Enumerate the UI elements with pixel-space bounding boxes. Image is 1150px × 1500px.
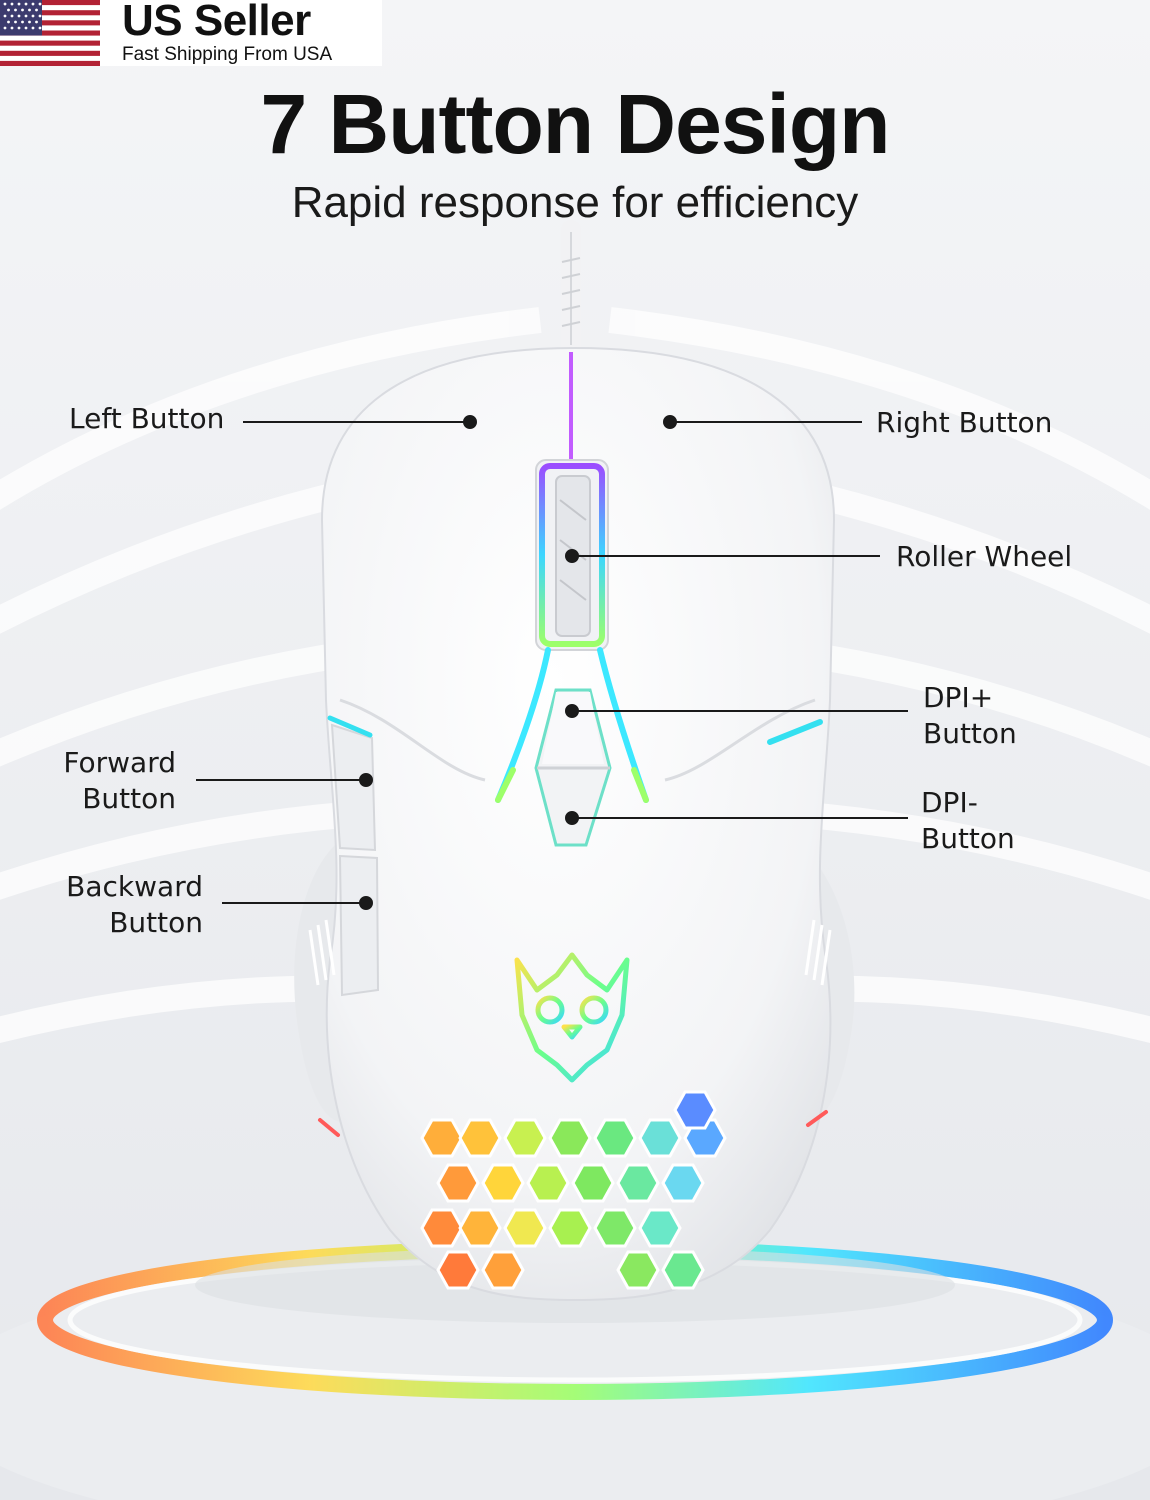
label-forward-line2: Button [82, 782, 176, 815]
label-roller-wheel: Roller Wheel [896, 540, 1073, 573]
label-left-button: Left Button [69, 402, 225, 435]
label-dpi-plus-line1: DPI+ [923, 681, 994, 714]
label-dpi-plus: DPI+ Button [923, 680, 1017, 752]
label-dpi-minus: DPI- Button [921, 785, 1015, 857]
label-dpi-minus-line2: Button [921, 822, 1015, 855]
label-backward-line2: Button [109, 906, 203, 939]
page-title: 7 Button Design [260, 77, 891, 171]
label-dpi-plus-line2: Button [923, 717, 1017, 750]
label-forward-line1: Forward [63, 746, 176, 779]
label-forward-button: Forward Button [40, 745, 176, 817]
label-backward-button: Backward Button [40, 869, 203, 941]
us-seller-badge: US Seller Fast Shipping From USA [0, 0, 382, 66]
us-flag-icon [0, 0, 100, 66]
label-dpi-minus-line1: DPI- [921, 786, 978, 819]
label-right-button: Right Button [876, 406, 1053, 439]
badge-subtitle: Fast Shipping From USA [122, 44, 333, 65]
badge-title: US Seller [122, 0, 311, 45]
page-subtitle: Rapid response for efficiency [291, 178, 859, 227]
label-backward-line1: Backward [66, 870, 203, 903]
